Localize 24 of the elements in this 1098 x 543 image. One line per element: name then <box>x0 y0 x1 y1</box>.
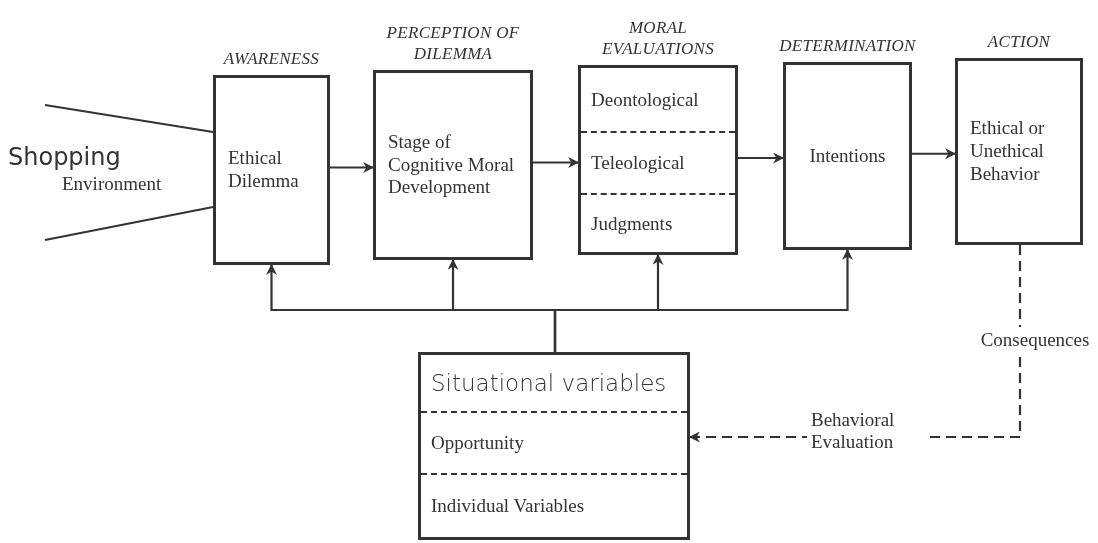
box-label: Intentions <box>808 144 887 168</box>
stage-heading: AWARENESS <box>222 48 321 69</box>
box-label: Teleological <box>591 152 685 174</box>
arrow <box>912 148 957 160</box>
handwritten-label: Shopping <box>8 142 121 172</box>
stage-heading: DETERMINATION <box>778 35 917 56</box>
arrow <box>533 157 580 168</box>
stage-heading: MORAL EVALUATIONS <box>601 18 715 59</box>
box-label: Ethical or Unethical Behavior <box>969 117 1046 186</box>
box-label: Individual Variables <box>431 495 585 517</box>
box-label: Judgments <box>591 212 673 235</box>
box-label: Stage of Cognitive Moral Development <box>387 130 516 200</box>
text-label: Environment <box>61 172 162 196</box>
arrow <box>553 248 853 352</box>
box-label: Ethical Dilemma <box>227 147 300 193</box>
arrow <box>738 152 785 164</box>
stage-heading: ACTION <box>986 31 1052 52</box>
connector-line <box>44 103 214 134</box>
box-label: Deontological <box>591 88 699 111</box>
arrow <box>330 162 375 173</box>
box-label: Opportunity <box>431 432 524 454</box>
stage-heading: PERCEPTION OF DILEMMA <box>385 23 521 64</box>
handwritten-label: Situational variables <box>431 370 667 396</box>
connector-line <box>44 205 214 242</box>
